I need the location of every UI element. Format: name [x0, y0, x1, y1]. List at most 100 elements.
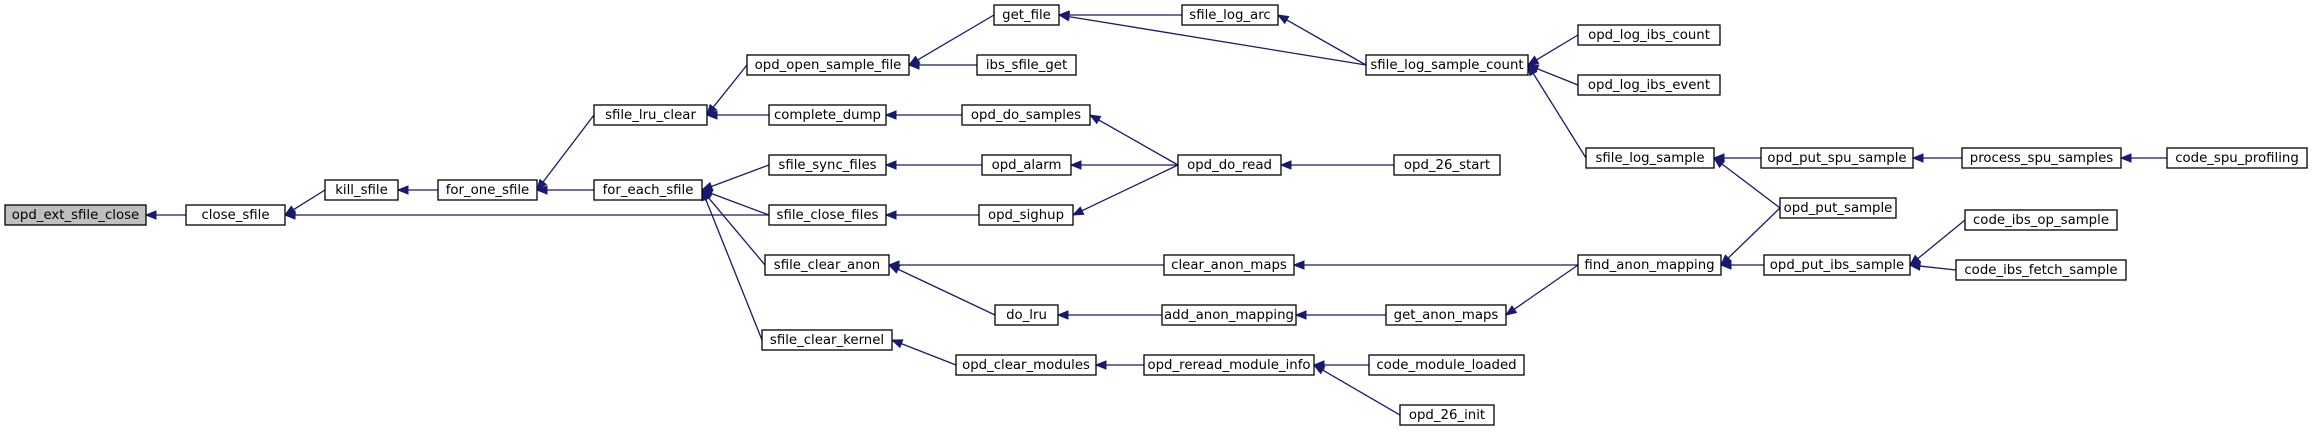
node-code_ibs_op_sample[interactable]: code_ibs_op_sample: [1964, 209, 2118, 231]
node-code_module_loaded[interactable]: code_module_loaded: [1368, 354, 1525, 376]
node-box: [1177, 154, 1282, 176]
node-for_one_sfile[interactable]: for_one_sfile: [437, 179, 538, 201]
arrowhead-for_one_sfile: [535, 185, 548, 195]
node-sfile_clear_kernel[interactable]: sfile_clear_kernel: [761, 329, 893, 351]
node-sfile_sync_files[interactable]: sfile_sync_files: [768, 154, 887, 176]
edge-find_anon_mapping-to-get_anon_maps: [1513, 264, 1579, 310]
node-label: add_anon_mapping: [1164, 308, 1294, 323]
node-label: sfile_log_sample_count: [1370, 58, 1523, 73]
node-opd_26_start[interactable]: opd_26_start: [1393, 154, 1501, 176]
arrowhead-clear_anon_maps: [1292, 260, 1305, 270]
arrowhead-sfile_sync_files: [884, 160, 897, 170]
node-opd_alarm[interactable]: opd_alarm: [981, 154, 1072, 176]
node-kill_sfile[interactable]: kill_sfile: [324, 179, 399, 201]
node-add_anon_mapping[interactable]: add_anon_mapping: [1161, 304, 1297, 326]
node-sfile_log_sample[interactable]: sfile_log_sample: [1585, 147, 1715, 169]
node-opd_do_read[interactable]: opd_do_read: [1177, 154, 1282, 176]
node-sfile_lru_clear[interactable]: sfile_lru_clear: [593, 104, 708, 126]
node-complete_dump[interactable]: complete_dump: [768, 104, 887, 126]
node-opd_log_ibs_event[interactable]: opd_log_ibs_event: [1577, 74, 1721, 96]
node-opd_reread_module_info[interactable]: opd_reread_module_info: [1143, 354, 1315, 376]
node-find_anon_mapping[interactable]: find_anon_mapping: [1577, 254, 1722, 276]
node-clear_anon_maps[interactable]: clear_anon_maps: [1163, 254, 1295, 276]
node-opd_clear_modules[interactable]: opd_clear_modules: [955, 354, 1097, 376]
node-code_spu_profiling[interactable]: code_spu_profiling: [2166, 147, 2308, 169]
node-label: opd_clear_modules: [962, 358, 1090, 373]
node-label: opd_do_read: [1187, 158, 1272, 173]
node-box: [593, 179, 703, 201]
edge-kill_sfile-to-close_sfile: [293, 189, 326, 211]
arrowhead-opd_reread_module_info: [1312, 364, 1326, 375]
node-opd_open_sample_file[interactable]: opd_open_sample_file: [746, 54, 910, 76]
node-for_each_sfile[interactable]: for_each_sfile: [593, 179, 703, 201]
node-opd_put_spu_sample[interactable]: opd_put_spu_sample: [1760, 147, 1914, 169]
node-label: for_one_sfile: [446, 183, 530, 198]
arrowhead-find_anon_mapping: [1719, 260, 1732, 270]
node-box: [185, 204, 286, 226]
edge-sfile_clear_anon-to-for_each_sfile: [707, 197, 766, 266]
node-do_lru[interactable]: do_lru: [994, 304, 1059, 326]
node-label: close_sfile: [201, 208, 269, 223]
node-label: sfile_clear_kernel: [770, 333, 884, 348]
arrowhead-opd_alarm: [1069, 160, 1082, 170]
node-process_spu_samples[interactable]: process_spu_samples: [1961, 147, 2122, 169]
arrowhead-sfile_lru_clear: [705, 110, 718, 120]
node-close_sfile[interactable]: close_sfile: [185, 204, 286, 226]
node-box: [981, 154, 1072, 176]
node-label: opd_put_sample: [1784, 201, 1893, 216]
node-box: [961, 104, 1091, 126]
node-opd_log_ibs_count[interactable]: opd_log_ibs_count: [1577, 24, 1721, 46]
edge-sfile_close_files-to-for_each_sfile: [711, 192, 770, 216]
node-code_ibs_fetch_sample[interactable]: code_ibs_fetch_sample: [1955, 259, 2127, 281]
node-box: [1779, 197, 1897, 219]
node-opd_sighup[interactable]: opd_sighup: [978, 204, 1074, 226]
node-label: get_file: [1002, 8, 1051, 23]
node-label: opd_ext_sfile_close: [12, 208, 139, 223]
node-get_file[interactable]: get_file: [993, 4, 1060, 26]
node-box: [1760, 147, 1914, 169]
node-label: opd_do_samples: [971, 108, 1081, 123]
node-box: [1368, 354, 1525, 376]
node-label: clear_anon_maps: [1171, 258, 1287, 273]
node-opd_26_init[interactable]: opd_26_init: [1399, 404, 1495, 426]
node-sfile_log_sample_count[interactable]: sfile_log_sample_count: [1365, 54, 1529, 76]
arrowhead-get_anon_maps: [1504, 305, 1518, 316]
node-box: [768, 104, 887, 126]
node-box: [1585, 147, 1715, 169]
edge-opd_log_ibs_count-to-sfile_log_sample_count: [1536, 34, 1579, 61]
arrowhead-sfile_log_sample_count: [1526, 55, 1540, 66]
node-ibs_sfile_get[interactable]: ibs_sfile_get: [976, 54, 1077, 76]
node-opd_put_sample[interactable]: opd_put_sample: [1779, 197, 1897, 219]
node-sfile_close_files[interactable]: sfile_close_files: [768, 204, 887, 226]
node-label: opd_alarm: [992, 158, 1062, 173]
node-opd_ext_sfile_close[interactable]: opd_ext_sfile_close: [4, 204, 147, 226]
node-label: sfile_clear_anon: [774, 258, 880, 273]
node-sfile_clear_anon[interactable]: sfile_clear_anon: [764, 254, 890, 276]
edge-opd_do_read-to-opd_sighup: [1081, 164, 1179, 212]
edge-sfile_log_sample-to-sfile_log_sample_count: [1532, 73, 1587, 159]
node-get_anon_maps[interactable]: get_anon_maps: [1385, 304, 1507, 326]
node-box: [1393, 154, 1501, 176]
node-box: [1161, 304, 1297, 326]
node-box: [768, 204, 887, 226]
node-opd_do_samples[interactable]: opd_do_samples: [961, 104, 1091, 126]
node-sfile_log_arc[interactable]: sfile_log_arc: [1181, 4, 1279, 26]
node-box: [1961, 147, 2122, 169]
arrowhead-do_lru: [1056, 310, 1069, 320]
node-label: opd_sighup: [988, 208, 1064, 223]
node-opd_put_ibs_sample[interactable]: opd_put_ibs_sample: [1763, 254, 1911, 276]
node-label: sfile_sync_files: [778, 158, 876, 173]
node-box: [1385, 304, 1507, 326]
node-label: code_module_loaded: [1376, 358, 1516, 373]
node-label: opd_log_ibs_event: [1588, 78, 1710, 93]
edge-sfile_log_sample_count-to-get_file: [1068, 15, 1367, 66]
node-label: opd_put_ibs_sample: [1770, 258, 1904, 273]
arrowhead-sfile_lru_clear: [706, 103, 718, 117]
edge-sfile_lru_clear-to-for_one_sfile: [542, 114, 595, 183]
node-box: [437, 179, 538, 201]
node-box: [1143, 354, 1315, 376]
node-label: opd_26_init: [1409, 408, 1485, 423]
node-box: [593, 104, 708, 126]
node-label: opd_put_spu_sample: [1767, 151, 1906, 166]
